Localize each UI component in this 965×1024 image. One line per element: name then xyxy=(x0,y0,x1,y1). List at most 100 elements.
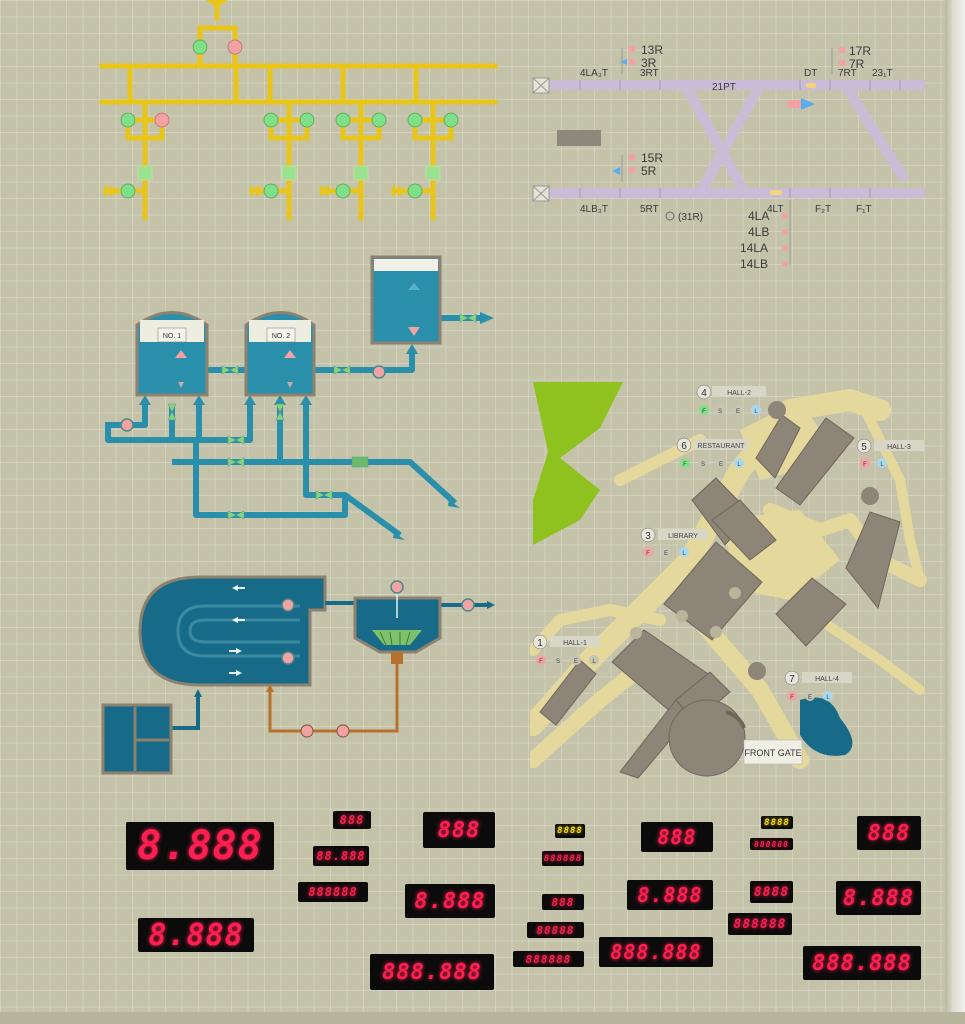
svg-text:S: S xyxy=(701,462,705,468)
segment-display-5: 888888 xyxy=(298,882,368,902)
svg-text:E: E xyxy=(574,659,578,665)
svg-text:F: F xyxy=(539,659,543,665)
svg-text:L: L xyxy=(592,659,596,665)
svg-text:S: S xyxy=(718,409,722,415)
tank-2: NO. 2 xyxy=(244,311,316,397)
segment-display-18: 888888 xyxy=(750,838,793,850)
svg-text:7: 7 xyxy=(789,674,795,685)
svg-text:E: E xyxy=(808,695,812,701)
svg-text:F: F xyxy=(646,551,650,557)
segment-display-10: 888888 xyxy=(542,851,584,866)
svg-text:6: 6 xyxy=(681,441,687,452)
sludge-tank xyxy=(101,703,173,775)
svg-text:L: L xyxy=(826,695,830,701)
svg-text:F: F xyxy=(863,462,867,468)
sewage-treatment-diagram xyxy=(101,575,495,775)
tank-2-label: NO. 2 xyxy=(272,333,290,340)
segment-display-17: 8888 xyxy=(761,816,793,829)
svg-text:E: E xyxy=(719,462,723,468)
label-5r: 5R xyxy=(641,164,657,178)
building-marker-6: 6 RESTAURANT F S E L xyxy=(676,437,748,468)
label-23t: 23₁T xyxy=(872,68,893,79)
label-dt: DT xyxy=(804,68,817,79)
svg-text:S: S xyxy=(556,659,560,665)
power-distribution-diagram xyxy=(99,0,498,221)
svg-text:FRONT GATE: FRONT GATE xyxy=(744,748,801,758)
svg-text:E: E xyxy=(736,409,740,415)
oxidation-ditch xyxy=(138,575,327,687)
label-4lb3t: 4LB₃T xyxy=(580,204,608,215)
svg-text:HALL-4: HALL-4 xyxy=(815,676,839,683)
svg-text:F: F xyxy=(790,695,794,701)
svg-text:HALL-1: HALL-1 xyxy=(563,640,587,647)
label-3rt: 3RT xyxy=(640,68,659,79)
label-7r: 7R xyxy=(849,57,865,71)
building-marker-3: 3 LIBRARY F E L xyxy=(640,527,708,557)
label-21pt: 21PT xyxy=(712,82,736,93)
label-14lb: 14LB xyxy=(740,257,768,271)
svg-text:F: F xyxy=(702,409,706,415)
label-4lb: 4LB xyxy=(748,225,769,239)
water-supply-diagram: NO. 1 NO. 2 xyxy=(105,255,494,540)
label-13r: 13R xyxy=(641,43,663,57)
segment-display-21: 888 xyxy=(857,816,921,850)
segment-display-8: 888.888 xyxy=(370,954,494,990)
segment-display-3: 888 xyxy=(333,811,371,829)
switch-indicator-icon xyxy=(665,211,675,221)
svg-text:1: 1 xyxy=(537,638,543,649)
segment-display-2: 8.888 xyxy=(138,918,254,953)
segment-display-11: 888 xyxy=(542,894,584,910)
segment-display-4: 88.888 xyxy=(313,846,369,866)
segment-display-12: 88888 xyxy=(527,922,584,938)
segment-display-9: 8888 xyxy=(555,824,585,838)
svg-text:HALL-2: HALL-2 xyxy=(727,390,751,397)
segment-display-22: 8.888 xyxy=(836,881,921,915)
svg-text:RESTAURANT: RESTAURANT xyxy=(698,443,746,450)
building-marker-1: 1 HALL-1 F S E L xyxy=(532,634,600,665)
svg-text:L: L xyxy=(754,409,758,415)
green-area xyxy=(533,382,623,545)
label-14la: 14LA xyxy=(740,241,768,255)
label-17r: 17R xyxy=(849,44,871,58)
building-marker-7: 7 HALL-4 F E L xyxy=(784,670,852,701)
label-31r: (31R) xyxy=(678,212,703,223)
label-f1t: F₁T xyxy=(856,204,872,215)
front-gate-label: FRONT GATE xyxy=(743,739,803,765)
label-4lt: 4LT xyxy=(767,204,784,215)
label-5rt: 5RT xyxy=(640,204,659,215)
segment-display-20: 888888 xyxy=(728,913,792,935)
svg-text:L: L xyxy=(682,551,686,557)
svg-text:LIBRARY: LIBRARY xyxy=(668,533,698,540)
buffer-stop-icon xyxy=(532,77,550,202)
building-marker-5: 5 HALL-3 F L xyxy=(856,438,924,468)
segment-display-13: 888888 xyxy=(513,951,584,967)
campus-map: FRONT GATE 4 HALL-2 F S E L 6 RESTAURANT… xyxy=(530,382,927,779)
segment-display-15: 8.888 xyxy=(627,880,713,910)
platform-block xyxy=(557,130,601,146)
pond xyxy=(800,697,853,756)
svg-text:L: L xyxy=(880,462,884,468)
svg-text:5: 5 xyxy=(861,442,867,453)
svg-text:4: 4 xyxy=(701,388,707,399)
label-3r: 3R xyxy=(641,56,657,70)
svg-text:HALL-3: HALL-3 xyxy=(887,444,911,451)
segment-display-7: 8.888 xyxy=(405,884,495,918)
tank-1: NO. 1 xyxy=(135,311,209,397)
elevated-tank xyxy=(370,255,442,345)
svg-text:F: F xyxy=(683,462,687,468)
segment-display-14: 888 xyxy=(641,822,713,852)
panel-frame-right xyxy=(945,0,965,1024)
segment-display-23: 888.888 xyxy=(803,946,921,980)
clarifier xyxy=(353,580,475,664)
segment-display-6: 888 xyxy=(423,812,495,848)
label-7rt: 7RT xyxy=(838,68,857,79)
track-diagram: 13R 3R 4LA₃T 3RT 21PT DT 17R 7RT 7R 23₁T… xyxy=(532,43,925,271)
label-4la: 4LA xyxy=(748,209,769,223)
svg-text:E: E xyxy=(664,551,668,557)
svg-text:L: L xyxy=(737,462,741,468)
label-f2t: F₂T xyxy=(815,204,831,215)
svg-text:3: 3 xyxy=(645,531,651,542)
building-marker-4: 4 HALL-2 F S E L xyxy=(696,384,766,415)
label-15r: 15R xyxy=(641,151,663,165)
segment-display-1: 8.888 xyxy=(126,822,274,870)
